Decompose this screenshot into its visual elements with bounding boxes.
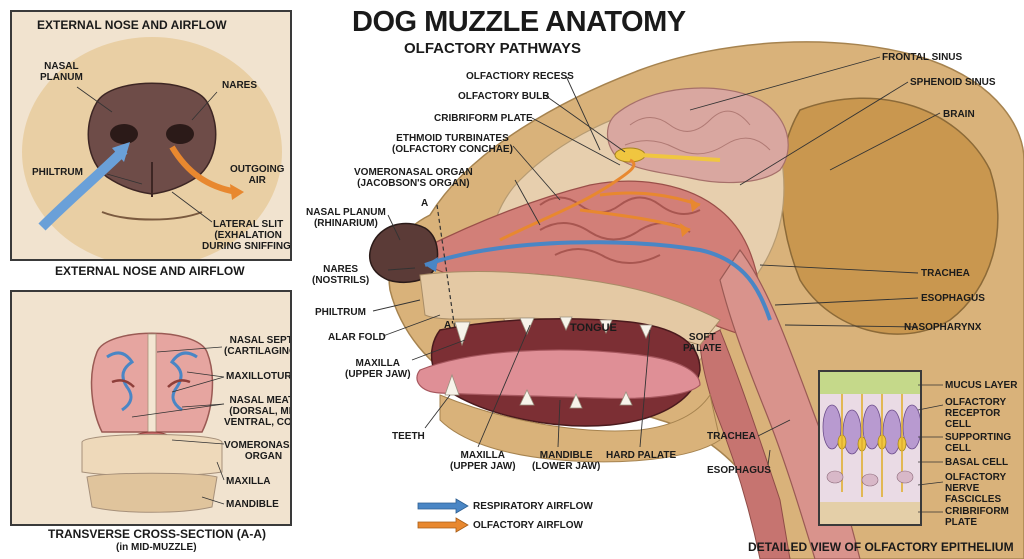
nose-tip (368, 222, 439, 283)
label-nares: NARES (NOSTRILS) (312, 264, 370, 286)
label-maxilla-upper-jaw: MAXILLA (UPPER JAW) (345, 358, 411, 380)
label-nasal-planum: NASAL PLANUM (RHINARIUM) (306, 207, 386, 229)
label-trachea: TRACHEA (921, 268, 970, 279)
section-septum (147, 333, 157, 435)
external-nose-panel: EXTERNAL NOSE AND AIRFLOW NASAL PLANUM N… (10, 10, 292, 261)
label-esophagus-low: ESOPHAGUS (707, 465, 771, 476)
external-nose-illustration (22, 37, 282, 259)
label-mandible: MANDIBLE (LOWER JAW) (532, 450, 601, 472)
nose-label-outgoing-air: OUTGOING AIR (230, 164, 285, 186)
section-maxilloturbinates (106, 351, 198, 412)
respiratory-legend-arrow (417, 498, 469, 514)
cross-label-nasal-meatuses: NASAL MEATUSES (DORSAL, MIDDLE, VENTRAL,… (224, 395, 292, 428)
epithelium-panel (818, 370, 922, 526)
nose-label-philtrum: PHILTRUM (32, 167, 83, 178)
nose-label-lateral-slit: LATERAL SLIT (EXHALATION DURING SNIFFING… (202, 219, 292, 252)
label-ethmoid-turbinates: ETHMOID TURBINATES (OLFACTORY CONCHAE) (392, 133, 513, 155)
legend: RESPIRATORY AIRFLOW OLFACTORY AIRFLOW (417, 496, 618, 536)
nose-label-nasal-planum: NASAL PLANUM (40, 61, 83, 83)
external-nose-title: EXTERNAL NOSE AND AIRFLOW (37, 18, 227, 32)
epi-label-mucus: MUCUS LAYER (945, 380, 1018, 391)
panel-respiratory-arrow (38, 146, 128, 231)
esophagus-tube (699, 329, 791, 559)
label-hard-palate: HARD PALATE (606, 450, 677, 461)
page-title: DOG MUZZLE ANATOMY (352, 6, 686, 38)
cross-section-illustration (81, 332, 225, 513)
mucus-layer (820, 372, 920, 394)
epi-label-cribriform: CRIBRIFORM PLATE (945, 506, 1009, 528)
cross-label-nasal-septum: NASAL SEPTUM (CARTILAGINOUS) (224, 335, 290, 357)
nose-label-nares: NARES (222, 80, 258, 91)
legend-olfactory-label: OLFACTORY AIRFLOW (473, 520, 583, 531)
panel-outgoing-arrow (169, 145, 238, 195)
label-alar-fold: ALAR FOLD (328, 332, 386, 343)
epithelium-cribriform-plate (820, 502, 920, 524)
cross-label-mandible: MANDIBLE (226, 499, 279, 510)
label-esophagus: ESOPHAGUS (921, 293, 985, 304)
respiratory-airflow-path (424, 240, 772, 321)
label-trachea-low: TRACHEA (707, 431, 756, 442)
external-nose-caption: EXTERNAL NOSE AND AIRFLOW (55, 264, 245, 278)
cross-label-maxilla: MAXILLA (226, 476, 271, 487)
cross-section-panel: NASAL SEPTUM (CARTILAGINOUS) MAXILLOTURB… (10, 290, 292, 526)
label-olfactory-recess: OLFACTIORY RECESS (466, 71, 574, 82)
lower-teeth (444, 373, 633, 409)
legend-respiratory-label: RESPIRATORY AIRFLOW (473, 501, 593, 512)
label-vomeronasal-organ: VOMERONASAL ORGAN (JACOBSON'S ORGAN) (354, 167, 473, 189)
label-section-a-bottom: A' (444, 320, 454, 331)
section-maxilla (81, 434, 223, 477)
section-mandible (86, 472, 218, 513)
left-naris (110, 124, 138, 144)
epi-label-basal: BASAL CELL (945, 457, 1009, 468)
tongue (416, 349, 701, 400)
epithelium-illustration (820, 372, 920, 524)
label-maxilla-upper-jaw-2: MAXILLA (UPPER JAW) (450, 450, 516, 472)
lower-jaw (439, 393, 721, 463)
label-frontal-sinus: FRONTAL SINUS (882, 52, 963, 63)
cross-label-maxilloturbinates: MAXILLOTURBINATES (226, 371, 292, 382)
label-philtrum: PHILTRUM (315, 307, 366, 318)
label-brain: BRAIN (943, 109, 975, 120)
section-line-a (436, 204, 456, 331)
label-olfactory-bulb: OLFACTORY BULB (458, 91, 550, 102)
upper-teeth (454, 316, 653, 347)
olfactory-airflow-path (499, 158, 701, 242)
epi-label-nerve: OLFACTORY NERVE FASCICLES (945, 472, 1007, 505)
ear (780, 97, 999, 335)
epithelium-caption: DETAILED VIEW OF OLFACTORY EPITHELIUM (748, 540, 1014, 554)
cross-section-caption-sub: (in MID-MUZZLE) (116, 542, 197, 553)
label-sphenoid-sinus: SPHENOID SINUS (910, 77, 996, 88)
label-section-a-top: A (421, 198, 429, 209)
label-soft-palate: SOFT PALATE (683, 332, 722, 354)
label-tongue: TONGUE (570, 322, 617, 334)
olfactory-legend-arrow (417, 517, 469, 533)
label-teeth: TEETH (392, 431, 425, 442)
page-subtitle: OLFACTORY PATHWAYS (404, 40, 581, 57)
epi-label-receptor: OLFACTORY RECEPTOR CELL (945, 397, 1007, 430)
label-cribriform-plate: CRIBRIFORM PLATE (434, 113, 533, 124)
cross-section-caption: TRANSVERSE CROSS-SECTION (A-A) (48, 527, 267, 541)
mouth-line (101, 211, 203, 221)
epi-label-supporting: SUPPORTING CELL (945, 432, 1012, 454)
cross-label-vomeronasal: VOMERONASAL ORGAN (224, 440, 290, 462)
label-nasopharynx: NASOPHARYNX (904, 322, 982, 333)
right-naris (166, 124, 194, 144)
